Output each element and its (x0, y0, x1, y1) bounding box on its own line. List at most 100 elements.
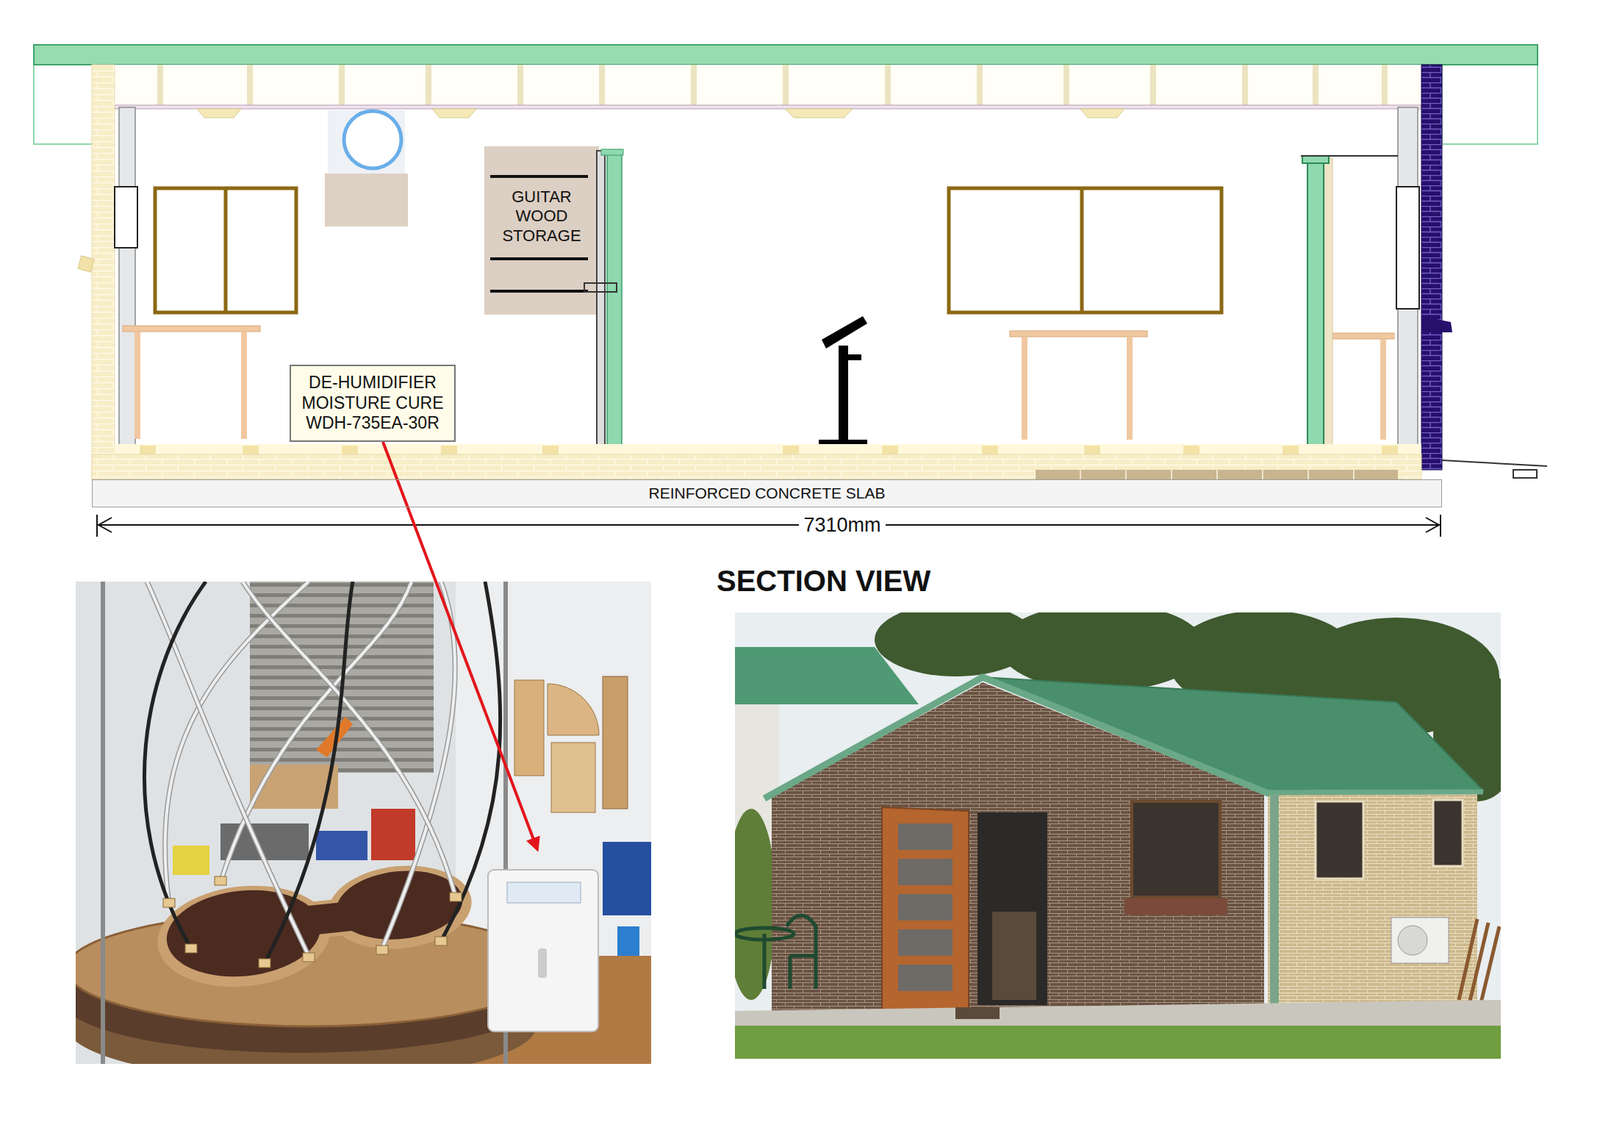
ceiling-joists (884, 64, 891, 106)
floor (242, 445, 259, 455)
building-photo (1391, 917, 1449, 963)
workshop-photo (371, 808, 416, 860)
view-title: SECTION VIEW (716, 562, 931, 599)
workshop-photo (75, 581, 652, 1064)
brick-wall (91, 64, 115, 480)
building-photo (762, 933, 767, 989)
partition-wall (1324, 158, 1333, 447)
partition-door (584, 282, 617, 292)
ceiling-joists (690, 64, 697, 106)
ground-line (1441, 460, 1548, 466)
floor (440, 445, 458, 455)
ground-line (1513, 469, 1537, 478)
workshop-photo (242, 581, 456, 897)
ceiling-joists (246, 64, 253, 106)
building-photo (992, 911, 1037, 1000)
partition-door (584, 149, 624, 445)
brick-wall (1421, 64, 1442, 470)
floor (1183, 445, 1200, 455)
wall-fixing (77, 255, 95, 272)
floor (782, 445, 799, 455)
dimension-line (96, 514, 98, 537)
wall-switch (114, 186, 138, 248)
ceiling-joists (1381, 64, 1388, 106)
ceiling-light (784, 108, 853, 118)
workshop-photo (551, 742, 596, 813)
ceiling-joists (1312, 64, 1319, 106)
building-photo (734, 999, 1501, 1029)
exhaust-fan (324, 110, 408, 227)
building-photo (1480, 926, 1500, 1003)
storage-box: GUITAR WOOD STORAGE (484, 146, 599, 315)
workshop-photo (376, 945, 389, 954)
storage-shelf (490, 174, 588, 178)
ceiling-joists (782, 64, 789, 106)
slab-band: REINFORCED CONCRETE SLAB (91, 479, 1442, 508)
workbench (122, 325, 1395, 440)
building-photo (898, 928, 953, 956)
partition-wall (1300, 155, 1398, 447)
box-label: DE-HUMIDIFIER MOISTURE CURE WDH-735EA-30… (296, 372, 449, 434)
workbench (1126, 336, 1133, 440)
floor (91, 443, 1422, 480)
floor (1282, 445, 1299, 455)
window (155, 188, 297, 313)
ceiling-joists (517, 64, 524, 106)
dimension-line (1425, 517, 1440, 533)
workbench (122, 325, 261, 332)
building-photo (955, 1006, 1000, 1019)
building-photo (898, 823, 953, 991)
workshop-photo (507, 881, 581, 903)
exhaust-fan (343, 110, 402, 169)
window (224, 188, 228, 313)
partition-door (596, 150, 605, 445)
workshop-photo (602, 841, 652, 916)
floor (542, 445, 559, 455)
building-photo (734, 612, 1501, 1059)
exhaust-fan (327, 110, 405, 174)
building-photo (734, 915, 816, 989)
dimension-line (97, 524, 1441, 526)
ground-line (1441, 460, 1548, 478)
floor (1381, 445, 1398, 455)
concrete-slab (91, 479, 1442, 506)
workshop-photo (302, 952, 315, 962)
floor (881, 445, 899, 455)
building-photo (898, 893, 953, 921)
dimension-label: 7310mm (798, 512, 885, 537)
storage-shelf (490, 257, 588, 261)
workshop-photo (435, 936, 447, 946)
ceiling-joists (598, 64, 605, 106)
ceiling-joists (114, 64, 1422, 109)
building-photo (881, 806, 969, 1022)
ceiling-joists (114, 64, 1422, 106)
floor (341, 445, 358, 455)
building-photo (1267, 791, 1484, 793)
building-photo (734, 808, 777, 1000)
floor (139, 445, 156, 455)
floor (981, 445, 999, 455)
building-photo (898, 823, 953, 850)
workbench (1331, 332, 1395, 339)
ceiling-joists (338, 64, 345, 106)
box-label: REINFORCED CONCRETE SLAB (648, 483, 885, 502)
window (1080, 188, 1085, 313)
building-photo (764, 676, 1271, 799)
floor (1084, 445, 1101, 455)
workshop-photo (100, 581, 106, 1064)
building-photo (977, 812, 1048, 1005)
floor (1080, 469, 1354, 480)
workshop-photo (242, 581, 456, 897)
partition-door (601, 149, 624, 156)
building-photo (1397, 925, 1428, 955)
ceiling-joists (1242, 64, 1248, 106)
partition-wall (1302, 155, 1329, 164)
wall-lining (119, 107, 136, 455)
exhaust-fan (324, 173, 408, 227)
window (155, 188, 1222, 313)
wall-switch (1396, 186, 1420, 309)
workshop-photo (144, 581, 206, 949)
building-photo (734, 646, 919, 705)
ceiling-joists (114, 105, 1422, 109)
